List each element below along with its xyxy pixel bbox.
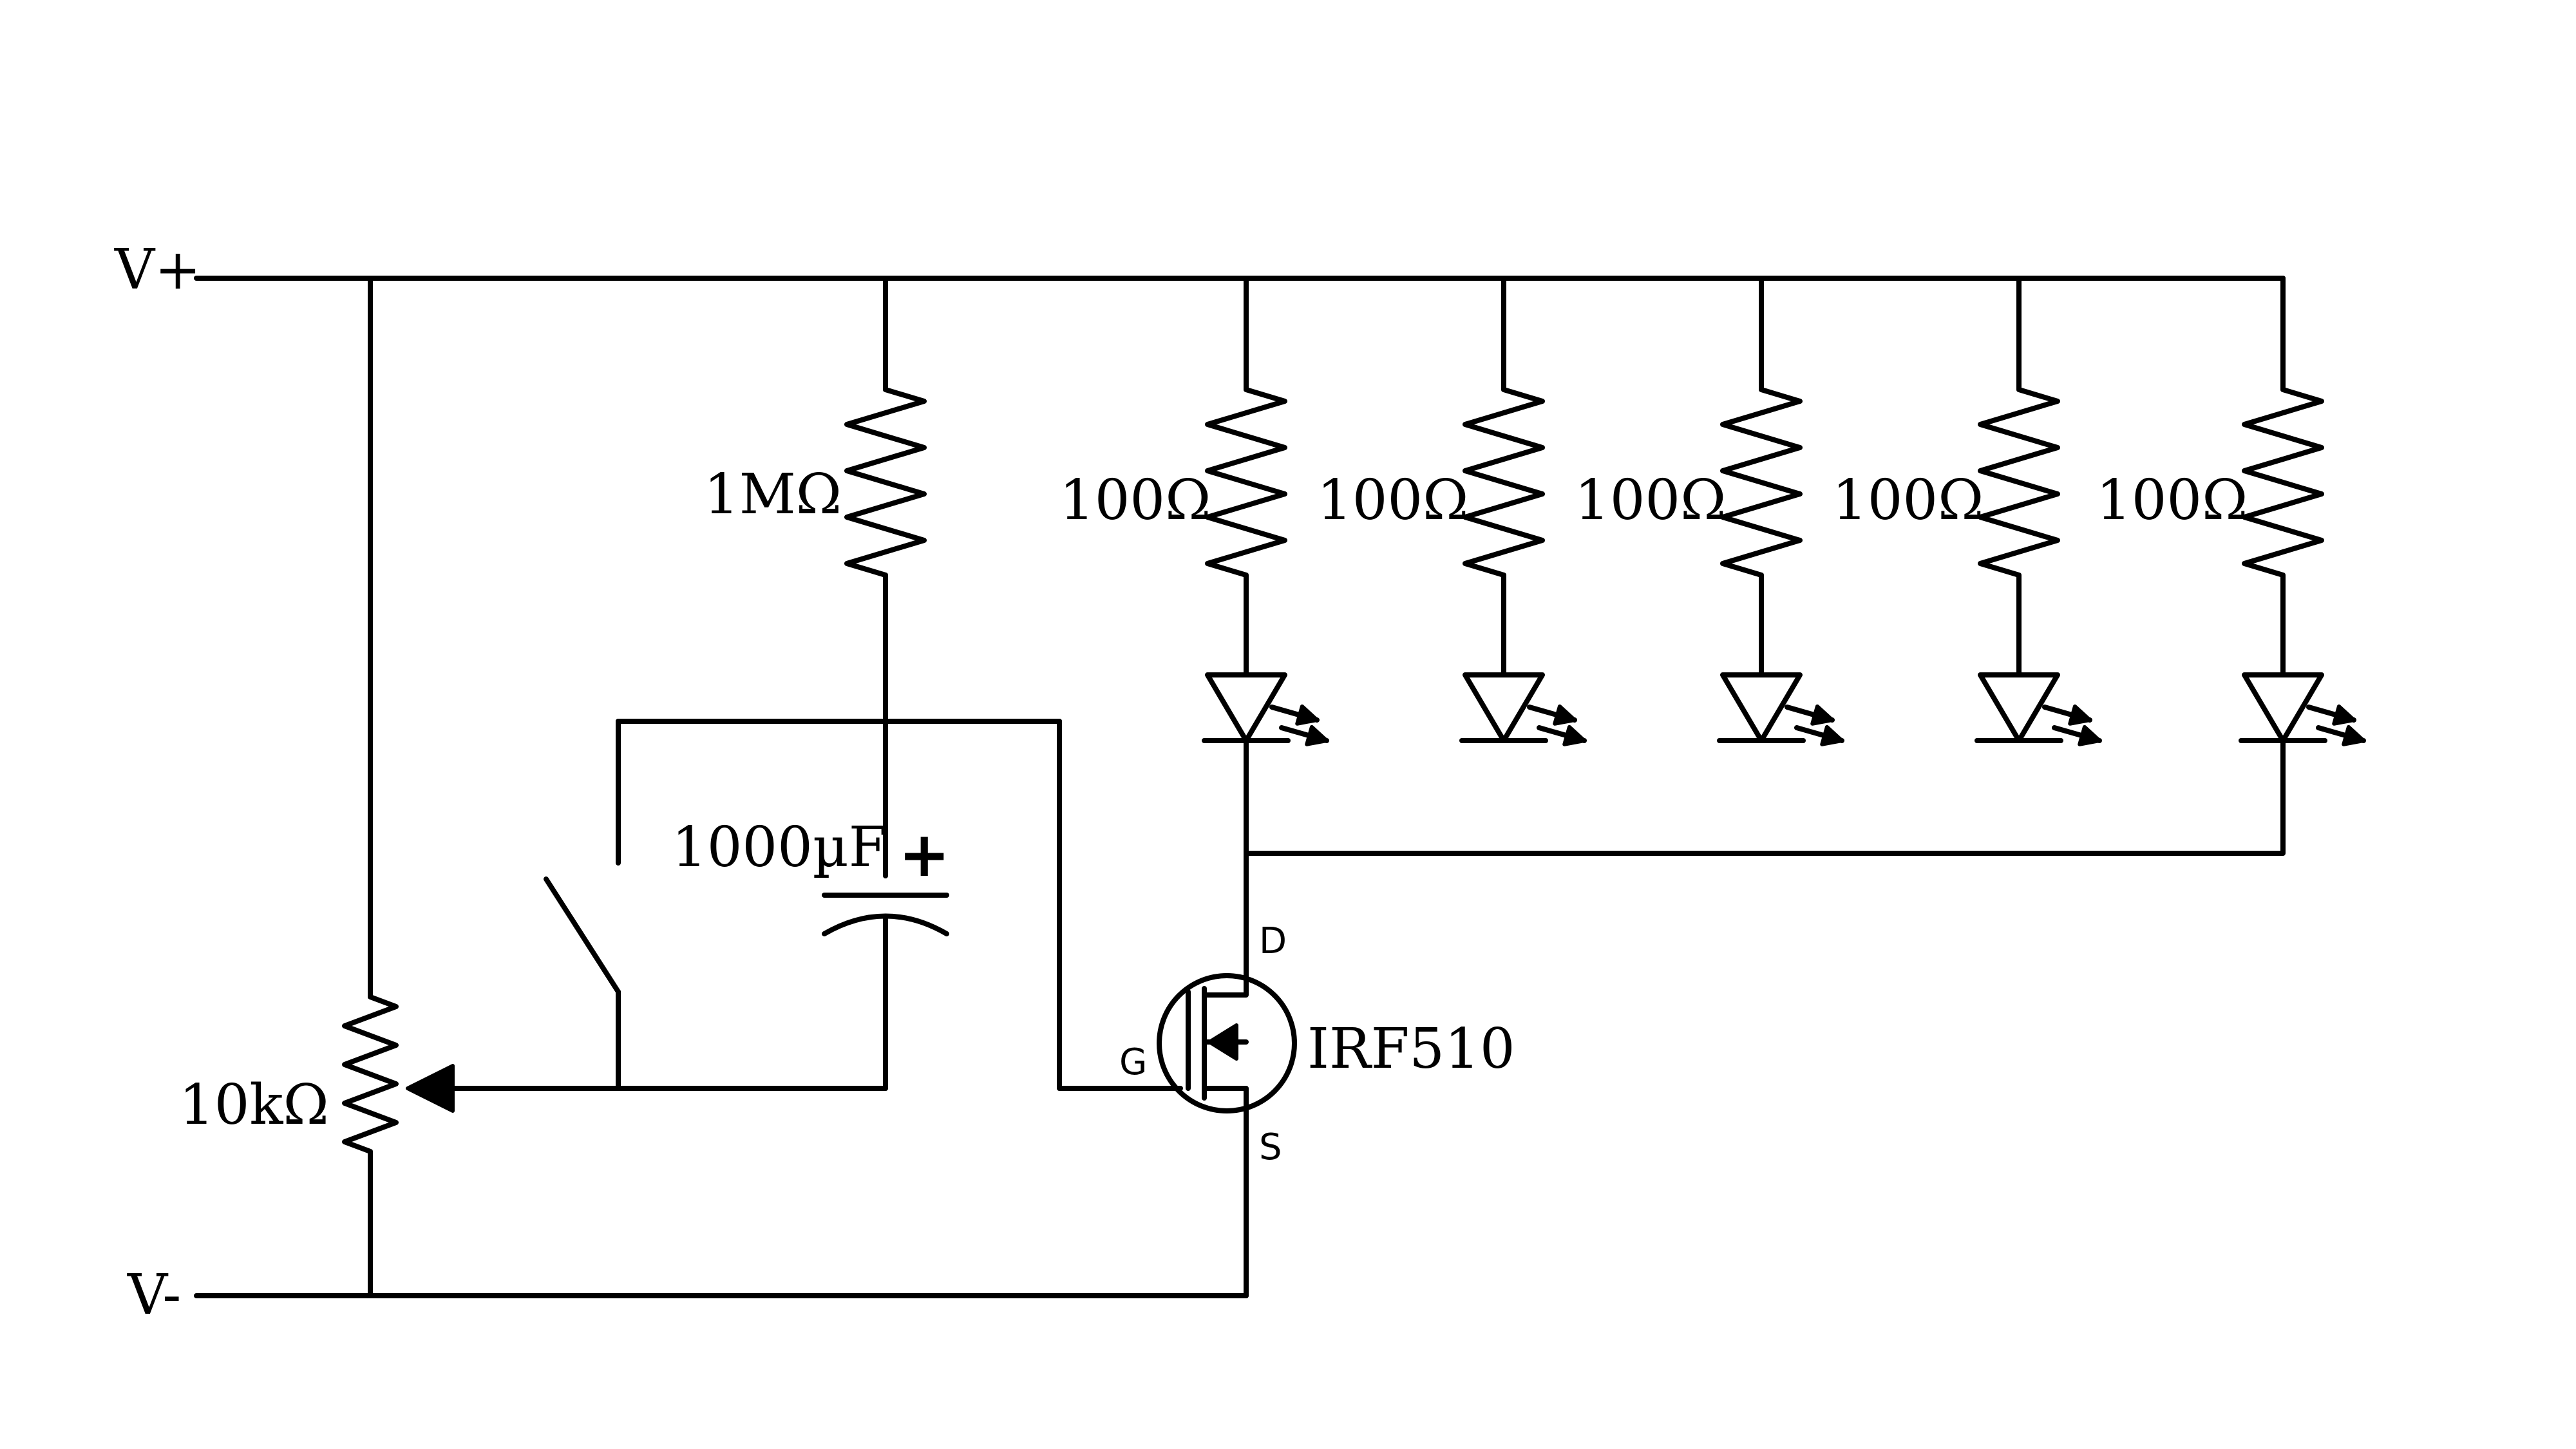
mosfet-arrow-icon bbox=[1208, 1023, 1238, 1061]
led-branch-3: 100Ω bbox=[1575, 276, 1844, 746]
positive-rail-label: V+ bbox=[114, 238, 201, 302]
gate-wire bbox=[1057, 719, 1183, 1091]
mosfet-part-label: IRF510 bbox=[1307, 1017, 1515, 1081]
led-5-icon bbox=[2242, 672, 2324, 743]
mosfet-drain-label: D bbox=[1259, 920, 1287, 962]
led-branch-1: 100Ω bbox=[1059, 276, 1329, 746]
led-resistor-label-1: 100Ω bbox=[1059, 468, 1211, 533]
led-4-ray-arrow-icon-1 bbox=[2068, 704, 2092, 726]
switch bbox=[544, 719, 1062, 1091]
led-resistor-1 bbox=[1205, 276, 1287, 677]
led-5-ray-arrow-icon-2 bbox=[2342, 724, 2365, 746]
led-3-icon bbox=[1720, 672, 1803, 743]
led-resistor-4 bbox=[1978, 276, 2060, 677]
led-cathode-bus bbox=[1244, 738, 2286, 856]
led-4-ray-arrow-icon-2 bbox=[2078, 724, 2101, 746]
led-branch-4: 100Ω bbox=[1832, 276, 2102, 746]
timing-resistor-label: 1MΩ bbox=[704, 462, 842, 527]
capacitor-label: 1000µF bbox=[672, 815, 887, 880]
mosfet-gate-label: G bbox=[1119, 1041, 1147, 1083]
led-2-ray-arrow-icon-2 bbox=[1562, 724, 1586, 746]
potentiometer bbox=[342, 276, 888, 1298]
capacitor-polarity-mark: + bbox=[898, 819, 950, 891]
led-1-icon bbox=[1205, 672, 1287, 743]
led-3-ray-arrow-icon-1 bbox=[1810, 704, 1834, 726]
led-resistor-5 bbox=[2242, 276, 2324, 677]
led-2-ray-arrow-icon-1 bbox=[1553, 704, 1577, 726]
potentiometer-label: 10kΩ bbox=[179, 1073, 329, 1137]
led-branch-2: 100Ω bbox=[1317, 276, 1587, 746]
led-resistor-2 bbox=[1463, 276, 1545, 677]
wiper-arrow-icon bbox=[406, 1064, 455, 1113]
negative-rail-label: V- bbox=[127, 1263, 181, 1327]
led-resistor-label-5: 100Ω bbox=[2096, 468, 2248, 533]
timing-resistor bbox=[844, 276, 927, 878]
led-resistor-label-3: 100Ω bbox=[1575, 468, 1726, 533]
led-3-ray-arrow-icon-2 bbox=[1820, 724, 1844, 746]
capacitor bbox=[822, 893, 949, 1091]
led-resistor-label-4: 100Ω bbox=[1832, 468, 1984, 533]
mosfet-source-label: S bbox=[1259, 1126, 1282, 1168]
led-2-icon bbox=[1463, 672, 1545, 743]
led-1-ray-arrow-icon-2 bbox=[1305, 724, 1329, 746]
led-branch-5: 100Ω bbox=[2096, 276, 2366, 746]
led-5-ray-arrow-icon-1 bbox=[2332, 704, 2356, 726]
mosfet bbox=[1157, 848, 1297, 1298]
led-1-ray-arrow-icon-1 bbox=[1295, 704, 1319, 726]
led-resistor-3 bbox=[1720, 276, 1803, 677]
led-branches: 100Ω 100Ω 100Ω 100Ω 100Ω bbox=[1059, 276, 2366, 746]
led-4-icon bbox=[1978, 672, 2060, 743]
led-resistor-label-2: 100Ω bbox=[1317, 468, 1468, 533]
